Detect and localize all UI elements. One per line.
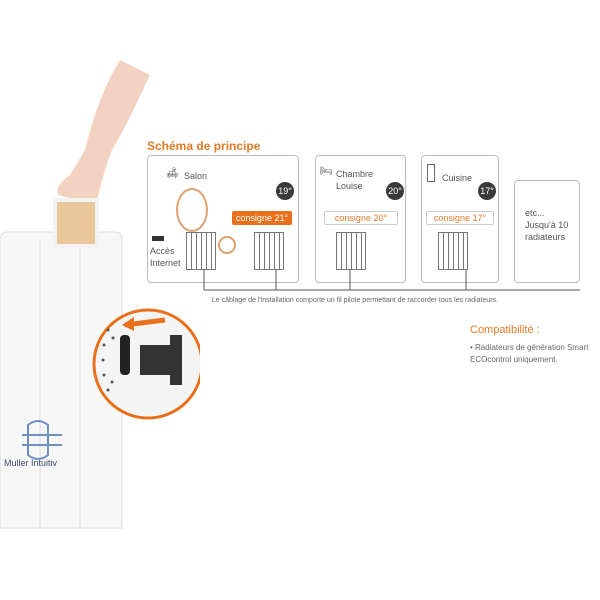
page-title: Schéma de principe [147,139,261,153]
temp-badge: 19° [276,182,294,200]
hand-inset-icon [176,188,208,232]
plug-icon [140,335,182,385]
consigne-label: consigne 21° [232,211,292,225]
radiator-icon [438,232,468,270]
compat-title: Compatibilité : [470,324,540,336]
arrow-icon [122,317,134,331]
room-name: Chambre Louise [336,169,374,191]
plug-inset-icon [218,236,236,254]
room-salon: 🛋 Salon 19° consigne 21° Accès Internet [147,155,299,283]
hand-icon [57,60,150,205]
consigne-label: consigne 17° [426,211,494,225]
room-name: Salon [184,171,208,181]
bed-icon: 🛏 [320,166,333,177]
consigne-label: consigne 20° [324,211,398,225]
brand-logo: Muller Intuitiv [4,458,58,468]
radiator-illustration [0,60,200,529]
room-chambre: 🛏 Chambre Louise 20° consigne 20° [315,155,406,283]
logo-icon [22,420,62,460]
fridge-icon [427,164,435,182]
wiring-lines [203,270,580,291]
etc-text: etc... Jusqu'à 10 radiateurs [525,208,569,242]
room-name: Cuisine [442,173,473,183]
module-icon [53,198,99,248]
radiator-icon [186,232,216,270]
internet-label: Accès Internet [150,246,181,268]
radiator-icon [254,232,284,270]
radiator-icon [336,232,366,270]
wiring-caption: Le câblage de l'installation comporte un… [211,297,499,304]
etc-box: etc... Jusqu'à 10 radiateurs [514,180,580,283]
sofa-icon: 🛋 [166,168,179,179]
socket-icon [120,335,130,375]
temp-badge: 20° [386,182,404,200]
compat-text: • Radiateurs de génération Smart ECOcont… [470,343,589,364]
room-cuisine: Cuisine 17° consigne 17° [421,155,499,283]
router-icon [152,236,164,241]
temp-badge: 17° [478,182,496,200]
